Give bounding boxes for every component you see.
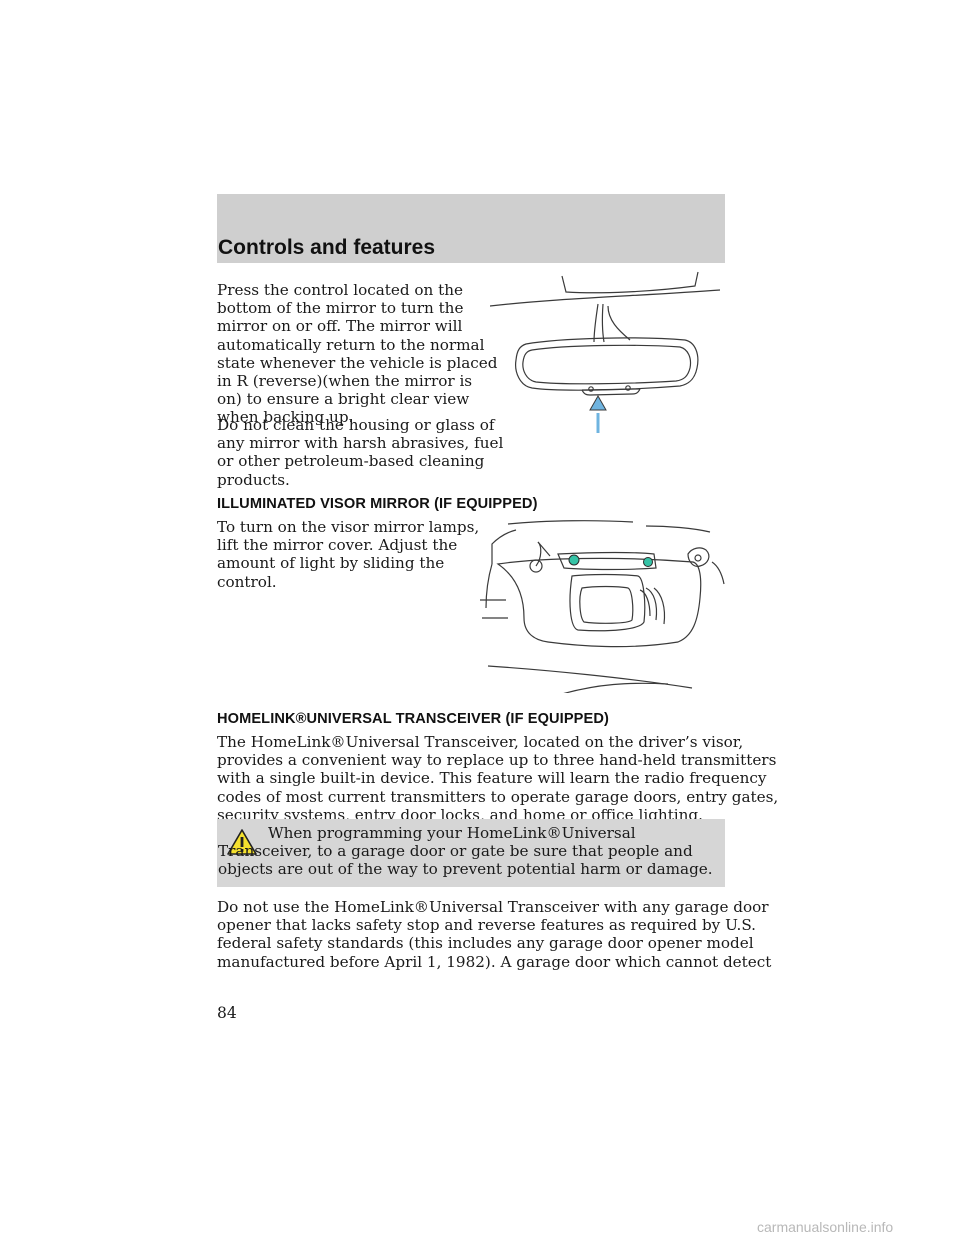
text-line: or other petroleum-based cleaning (217, 452, 485, 471)
text-line: The HomeLink®Universal Transceiver, loca… (217, 733, 744, 751)
warning-text: When programming your HomeLink®Universal… (218, 824, 713, 879)
watermark: carmanualsonline.info (757, 1219, 894, 1235)
text-line: codes of most current transmitters to op… (217, 787, 779, 806)
text-line: in R (reverse)(when the mirror is (217, 372, 473, 391)
mirror-paragraph-2: Do not clean the housing or glass of any… (217, 416, 503, 489)
text-line: bottom of the mirror to turn the (217, 299, 464, 318)
arrow-up-icon (589, 394, 607, 433)
text-line: with a single built-in device. This feat… (217, 769, 767, 788)
text-line: control. (217, 572, 277, 591)
text-line: Press the control located on the (217, 281, 464, 299)
homelink-paragraph-1: The HomeLink®Universal Transceiver, loca… (217, 733, 778, 824)
rearview-mirror-illustration (490, 271, 721, 433)
text-line: when backing up. (217, 408, 354, 427)
visor-paragraph: To turn on the visor mirror lamps, lift … (217, 518, 479, 591)
text-line: Do not use the HomeLink®Universal Transc… (217, 898, 769, 916)
page-number: 84 (217, 1004, 237, 1022)
text-line: any mirror with harsh abrasives, fuel (217, 434, 504, 453)
visor-mirror-heading: ILLUMINATED VISOR MIRROR (IF EQUIPPED) (217, 496, 538, 512)
warning-box: When programming your HomeLink®Universal… (217, 819, 725, 887)
section-header-band (217, 194, 725, 263)
text-line: state whenever the vehicle is placed (217, 353, 498, 372)
text-line: federal safety standards (this includes … (217, 934, 754, 953)
text-line: amount of light by sliding the (217, 554, 445, 573)
warning-triangle-icon (227, 829, 257, 855)
text-line: manufactured before April 1, 1982). A ga… (217, 952, 772, 971)
text-line: Do not clean the housing or glass of (217, 416, 495, 434)
text-line: automatically return to the normal (217, 335, 485, 354)
text-line: products. (217, 470, 290, 489)
text-line: lift the mirror cover. Adjust the (217, 536, 458, 555)
visor-mirror-illustration (480, 520, 725, 693)
text-line: opener that lacks safety stop and revers… (217, 916, 757, 935)
text-line: mirror on or off. The mirror will (217, 317, 463, 336)
mirror-paragraph-1: Press the control located on the bottom … (217, 281, 497, 427)
text-line: To turn on the visor mirror lamps, (217, 518, 480, 536)
text-line: on) to ensure a bright clear view (217, 390, 470, 409)
homelink-paragraph-2: Do not use the HomeLink®Universal Transc… (217, 898, 771, 971)
homelink-heading: HOMELINK®UNIVERSAL TRANSCEIVER (IF EQUIP… (217, 711, 609, 727)
section-title: Controls and features (218, 236, 436, 259)
text-line: provides a convenient way to replace up … (217, 751, 777, 770)
